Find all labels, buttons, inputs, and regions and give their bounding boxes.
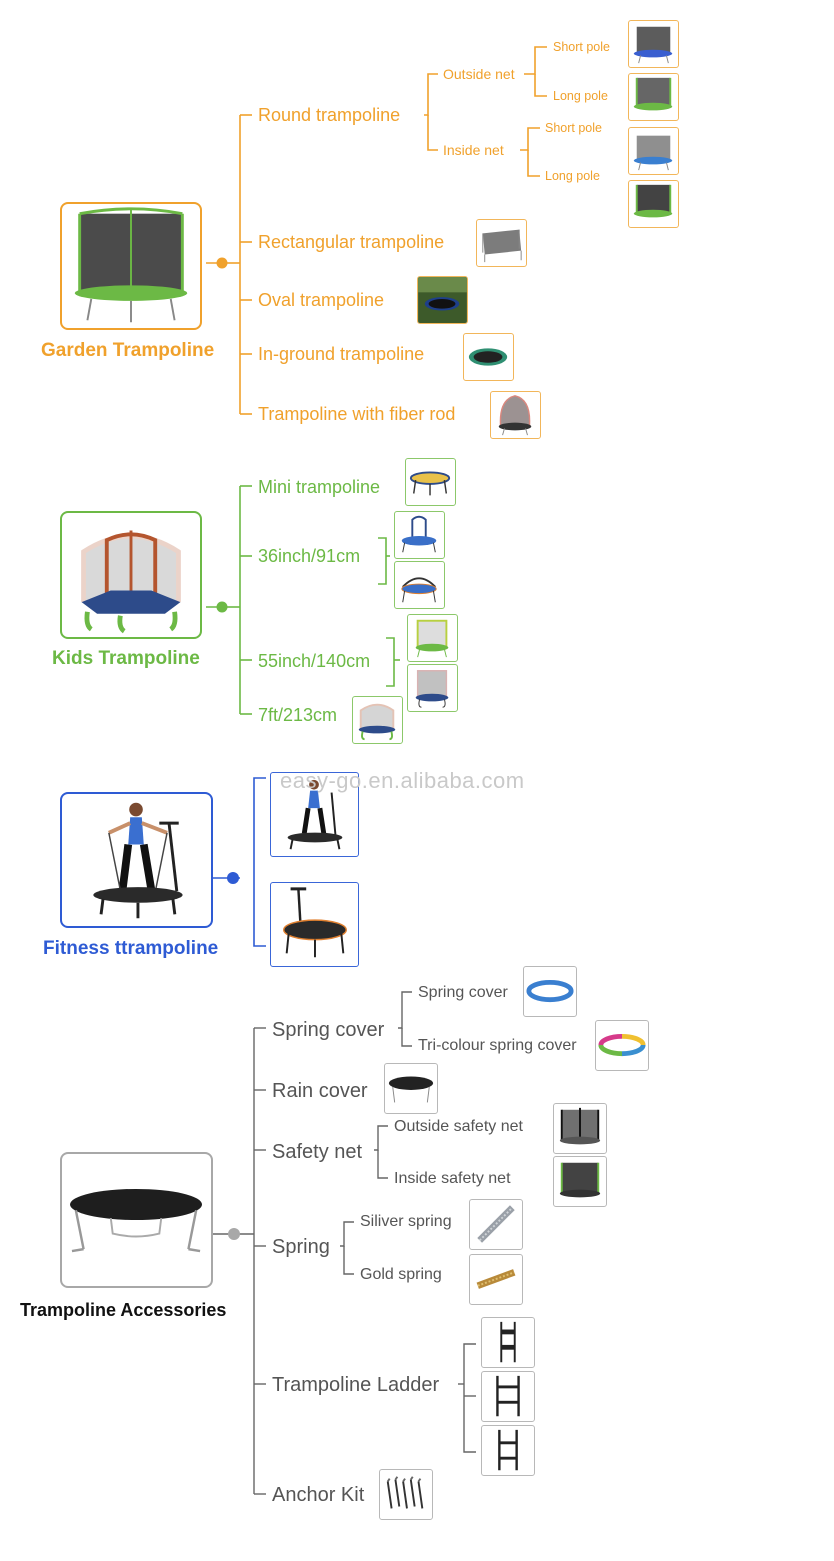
acc-gold-spring-label: Gold spring	[360, 1266, 442, 1283]
garden-fiber-rod-label: Trampoline with fiber rod	[258, 404, 456, 424]
accessories-title: Trampoline Accessories	[20, 1300, 227, 1320]
fitness-thumb-with-handle	[270, 882, 359, 967]
kids-55inch-thumb-b	[407, 664, 458, 712]
acc-spring-cover-sub-label: Spring cover	[418, 984, 508, 1001]
garden-title: Garden Trampoline	[41, 340, 215, 361]
acc-tricolour-label: Tri-colour spring cover	[418, 1037, 577, 1054]
acc-rain-cover-label: Rain cover	[272, 1080, 368, 1102]
garden-inground-thumb	[463, 333, 514, 381]
kids-36inch-thumb-a	[394, 511, 445, 559]
acc-spring-cover-thumb	[523, 966, 577, 1017]
acc-inside-safety-net-label: Inside safety net	[394, 1170, 511, 1187]
acc-ladder-label: Trampoline Ladder	[272, 1374, 440, 1396]
acc-rain-cover-thumb	[384, 1063, 438, 1114]
kids-7ft-thumb	[352, 696, 403, 744]
garden-round-inside-long-thumb	[628, 180, 679, 228]
kids-branches	[206, 485, 400, 715]
kids-55inch-thumb-a	[407, 614, 458, 662]
acc-anchor-kit-thumb	[379, 1469, 433, 1520]
acc-gold-spring-thumb	[469, 1254, 523, 1305]
kids-trampoline-image	[60, 511, 202, 639]
kids-36inch-label: 36inch/91cm	[258, 546, 361, 566]
garden-round-outside-short-thumb	[628, 20, 679, 68]
kids-36inch-thumb-b	[394, 561, 445, 609]
fitness-title: Fitness ttrampoline	[43, 938, 219, 959]
garden-inside-long-pole-label: Long pole	[545, 169, 600, 183]
garden-round-inside-short-thumb	[628, 127, 679, 175]
acc-silver-spring-label: Siliver spring	[360, 1213, 452, 1230]
acc-ladder-thumb-3	[481, 1425, 535, 1476]
acc-outside-safety-net-label: Outside safety net	[394, 1118, 523, 1135]
kids-7ft-label: 7ft/213cm	[258, 705, 338, 725]
acc-anchor-kit-label: Anchor Kit	[272, 1484, 365, 1506]
kids-node-dot	[216, 601, 228, 613]
garden-rectangular-thumb	[476, 219, 527, 267]
garden-outside-long-pole-label: Long pole	[553, 89, 608, 103]
garden-inside-short-pole-label: Short pole	[545, 121, 602, 135]
fitness-trampoline-image	[60, 792, 213, 928]
acc-tricolour-thumb	[595, 1020, 649, 1071]
garden-inside-net-label: Inside net	[443, 142, 504, 158]
garden-node-dot	[216, 257, 228, 269]
kids-title: Kids Trampoline	[52, 648, 200, 669]
fitness-thumb-with-person	[270, 772, 359, 857]
acc-inside-safety-net-thumb	[553, 1156, 607, 1207]
garden-round-outside-long-thumb	[628, 73, 679, 121]
garden-fiber-rod-thumb	[490, 391, 541, 439]
garden-branches	[206, 46, 547, 415]
acc-outside-safety-net-thumb	[553, 1103, 607, 1154]
garden-oval-label: Oval trampoline	[258, 290, 385, 310]
acc-safety-net-label: Safety net	[272, 1141, 363, 1163]
acc-ladder-thumb-1	[481, 1317, 535, 1368]
kids-55inch-label: 55inch/140cm	[258, 651, 371, 671]
acc-spring-label: Spring	[272, 1236, 330, 1258]
acc-silver-spring-thumb	[469, 1199, 523, 1250]
watermark: easy-go.en.alibaba.com	[280, 768, 525, 793]
garden-round-label: Round trampoline	[258, 105, 401, 125]
garden-outside-net-label: Outside net	[443, 66, 515, 82]
garden-oval-thumb	[417, 276, 468, 324]
fitness-branches	[212, 777, 266, 947]
fitness-node-dot	[227, 872, 239, 884]
kids-mini-thumb	[405, 458, 456, 506]
acc-ladder-thumb-2	[481, 1371, 535, 1422]
acc-spring-cover-label: Spring cover	[272, 1019, 385, 1041]
accessories-node-dot	[228, 1228, 240, 1240]
kids-mini-label: Mini trampoline	[258, 477, 381, 497]
accessories-branches	[212, 991, 476, 1495]
garden-inground-label: In-ground trampoline	[258, 344, 425, 364]
garden-trampoline-image	[60, 202, 202, 330]
accessories-image	[60, 1152, 213, 1288]
garden-outside-short-pole-label: Short pole	[553, 40, 610, 54]
garden-rectangular-label: Rectangular trampoline	[258, 232, 445, 252]
